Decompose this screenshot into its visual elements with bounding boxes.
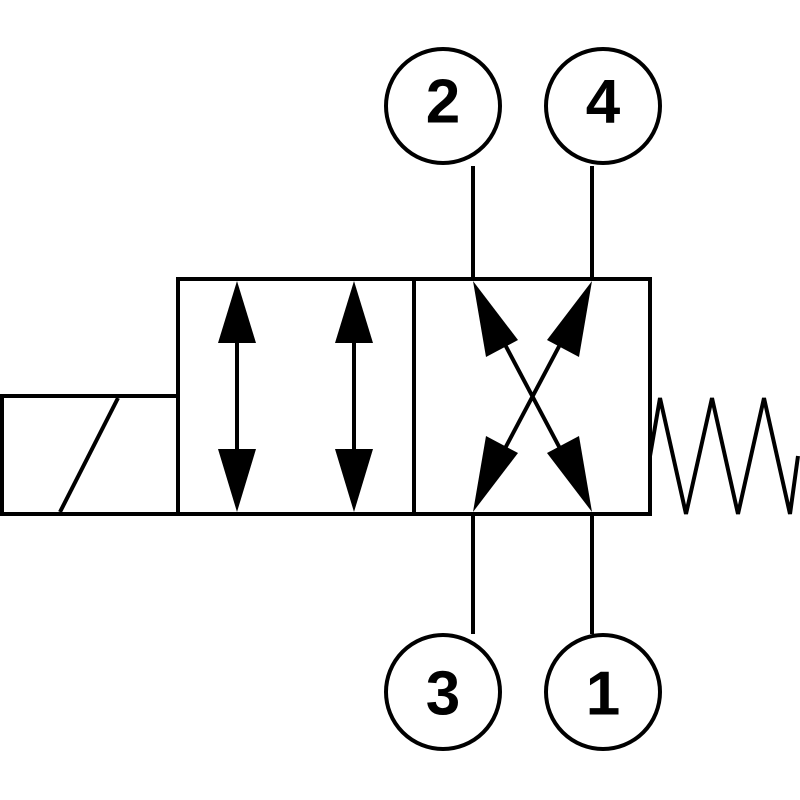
solenoid-diagonal <box>58 397 120 513</box>
port-label-top-right: 4 <box>586 68 621 137</box>
port-circle-4 <box>544 47 662 165</box>
arrowhead-icon <box>473 436 518 512</box>
port-label-bottom-right: 1 <box>586 660 620 729</box>
arrowhead-icon <box>547 281 592 357</box>
port-label-bottom-left: 3 <box>426 660 460 729</box>
arrowhead-up-icon <box>218 281 256 343</box>
spring-icon <box>648 397 800 515</box>
port-label-top-left: 2 <box>426 68 460 137</box>
arrowhead-icon <box>547 436 592 512</box>
valve-envelope-right <box>412 277 652 516</box>
port-circle-1 <box>544 633 662 751</box>
port-circle-3 <box>384 633 502 751</box>
valve-envelope-left <box>176 277 416 516</box>
port-circle-2 <box>384 47 502 165</box>
arrowhead-up-icon <box>335 281 373 343</box>
arrowhead-down-icon <box>335 449 373 512</box>
arrowhead-icon <box>473 281 518 357</box>
arrowhead-down-icon <box>218 449 256 512</box>
